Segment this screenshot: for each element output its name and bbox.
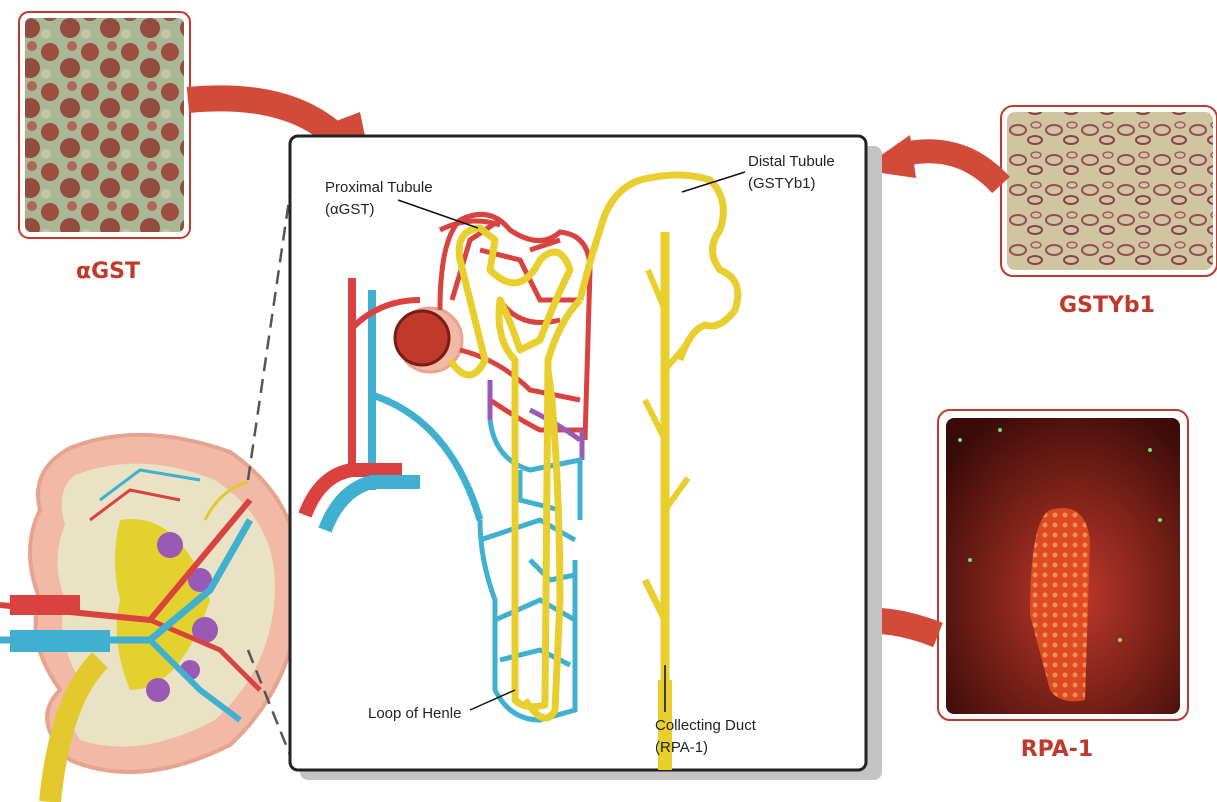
nephron-panel — [290, 136, 866, 770]
kidney-illustration — [0, 435, 300, 802]
collecting-duct-marker: (RPA-1) — [655, 739, 708, 756]
rpa1-label: RPA-1 — [1021, 737, 1094, 762]
collecting-duct-label: Collecting Duct — [655, 717, 757, 734]
proximal-tubule-label: Proximal Tubule — [325, 179, 433, 196]
gstyb1-label: GSTYb1 — [1059, 293, 1155, 318]
distal-tubule-marker: (GSTYb1) — [748, 175, 816, 192]
agst-label: αGST — [76, 259, 140, 284]
agst-micrograph — [19, 12, 190, 238]
distal-tubule-label: Distal Tubule — [748, 153, 835, 170]
proximal-tubule-marker: (αGST) — [325, 201, 375, 218]
loop-of-henle-label: Loop of Henle — [368, 705, 461, 722]
rpa1-micrograph — [938, 410, 1188, 720]
zoom-guide-upper — [248, 180, 292, 480]
gstyb1-micrograph — [1001, 106, 1217, 276]
